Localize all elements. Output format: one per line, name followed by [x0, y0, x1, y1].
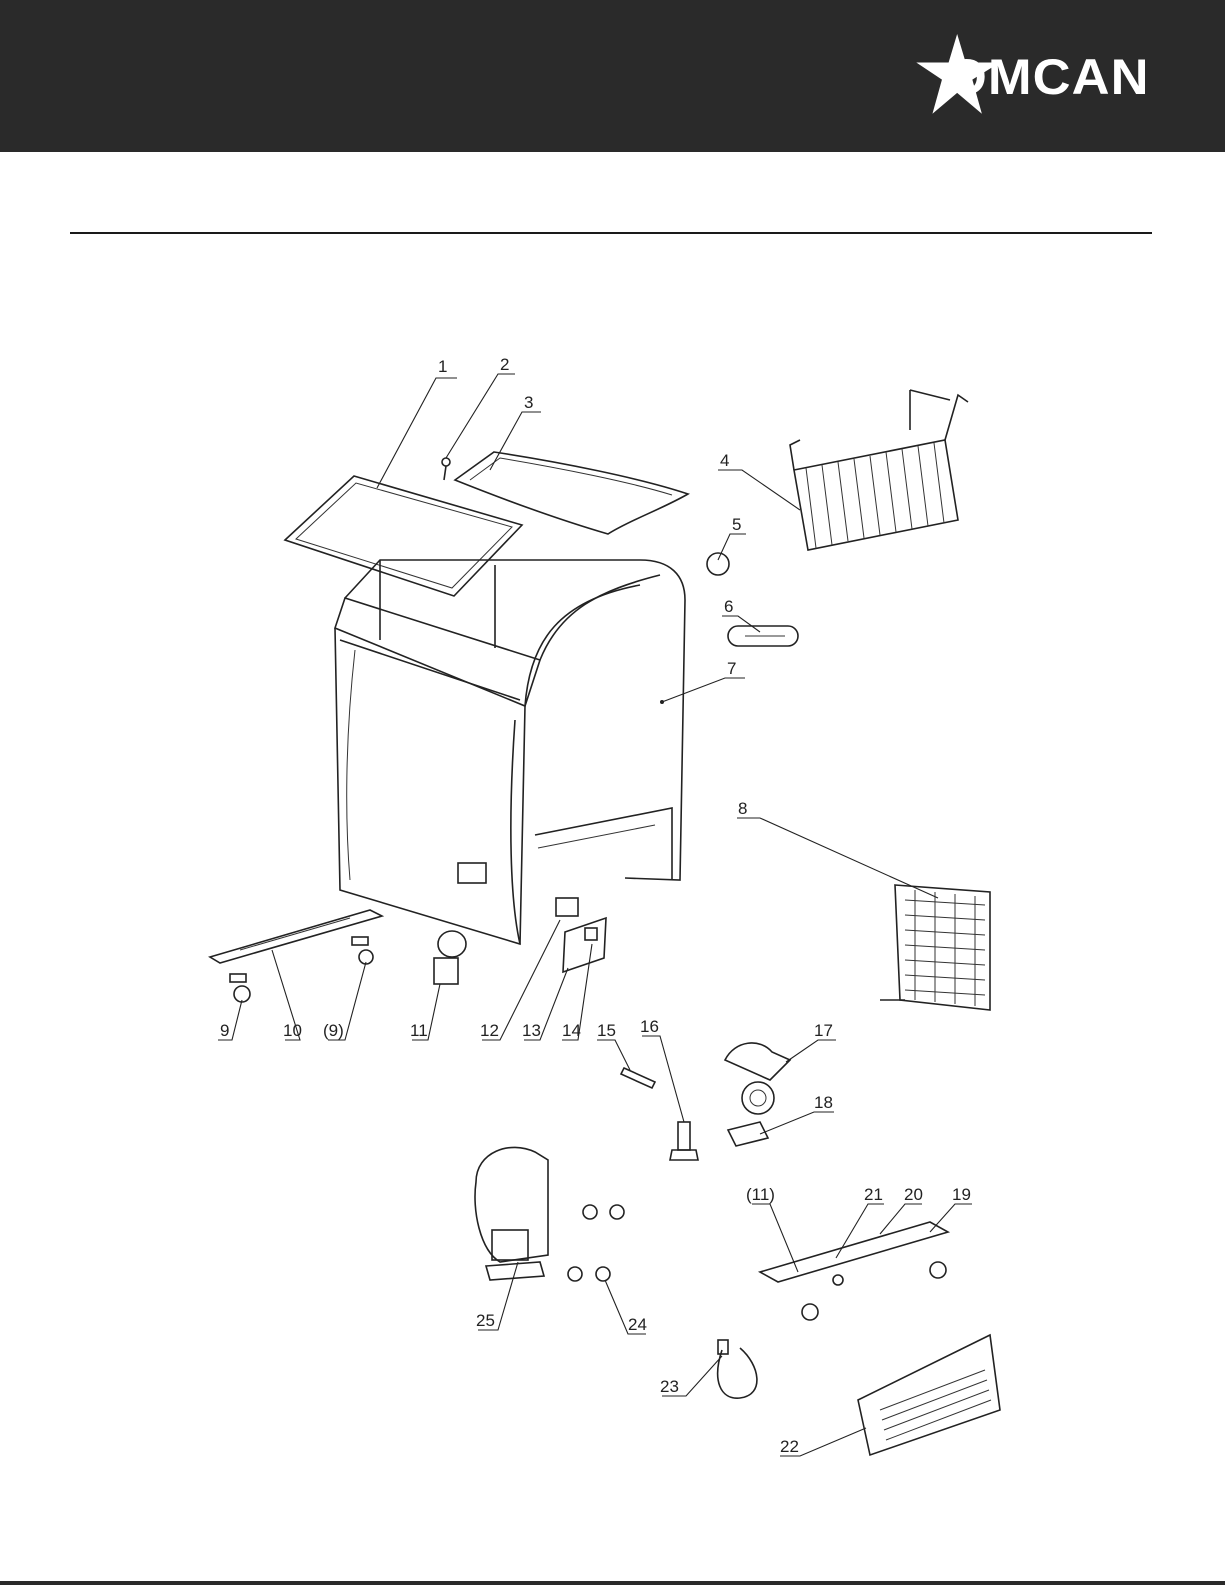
part-22-evaporator [858, 1335, 1000, 1455]
callout-25: 25 [476, 1311, 495, 1330]
part-7-cabinet [335, 560, 685, 944]
part-11-fan-shroud [434, 931, 466, 984]
callout-24: 24 [628, 1315, 647, 1334]
footer-bar [0, 1581, 1225, 1585]
callout-9-ref: (9) [323, 1021, 344, 1040]
part-2-key [442, 458, 450, 480]
part-25-compressor [475, 1147, 548, 1280]
part-12-switch [556, 898, 578, 916]
callout-23: 23 [660, 1377, 679, 1396]
callout-15: 15 [597, 1021, 616, 1040]
callout-13: 13 [522, 1021, 541, 1040]
part-3-rear-lid [455, 452, 688, 534]
callout-16: 16 [640, 1017, 659, 1036]
callout-18: 18 [814, 1093, 833, 1112]
callout-1: 1 [438, 357, 447, 376]
callout-10: 10 [283, 1021, 302, 1040]
callout-14: 14 [562, 1021, 581, 1040]
part-9-caster-repeat [352, 937, 373, 964]
callout-11-ref: (11) [746, 1185, 775, 1204]
part-23-power-cord [718, 1340, 757, 1398]
callout-2: 2 [500, 355, 509, 374]
part-6-light-cover [728, 626, 798, 646]
callout-20: 20 [904, 1185, 923, 1204]
callout-5: 5 [732, 515, 741, 534]
part-13-control-plate [563, 918, 606, 972]
callout-7: 7 [727, 659, 736, 678]
part-24-grommets [568, 1205, 624, 1281]
part-8-condenser [880, 885, 990, 1010]
callout-22: 22 [780, 1437, 799, 1456]
callout-12: 12 [480, 1021, 499, 1040]
part-15-bracket [621, 1068, 655, 1088]
part-5-round-cover [707, 553, 729, 575]
part-9-caster [230, 974, 250, 1002]
callout-11: 11 [410, 1021, 428, 1040]
part-18-motor-bracket [728, 1122, 768, 1146]
callout-6: 6 [724, 597, 733, 616]
callout-8: 8 [738, 799, 747, 818]
callout-3: 3 [524, 393, 533, 412]
callout-21: 21 [864, 1185, 883, 1204]
callout-17: 17 [814, 1021, 833, 1040]
callout-19: 19 [952, 1185, 971, 1204]
part-1-sliding-lid [285, 476, 522, 596]
callout-4: 4 [720, 451, 729, 470]
part-4-wire-basket [790, 390, 968, 550]
leader-lines [218, 374, 972, 1456]
part-20-rear-bracket [760, 1222, 948, 1320]
callout-9: 9 [220, 1021, 229, 1040]
part-17-fan-motor [725, 1043, 790, 1114]
part-16-support [670, 1122, 698, 1160]
